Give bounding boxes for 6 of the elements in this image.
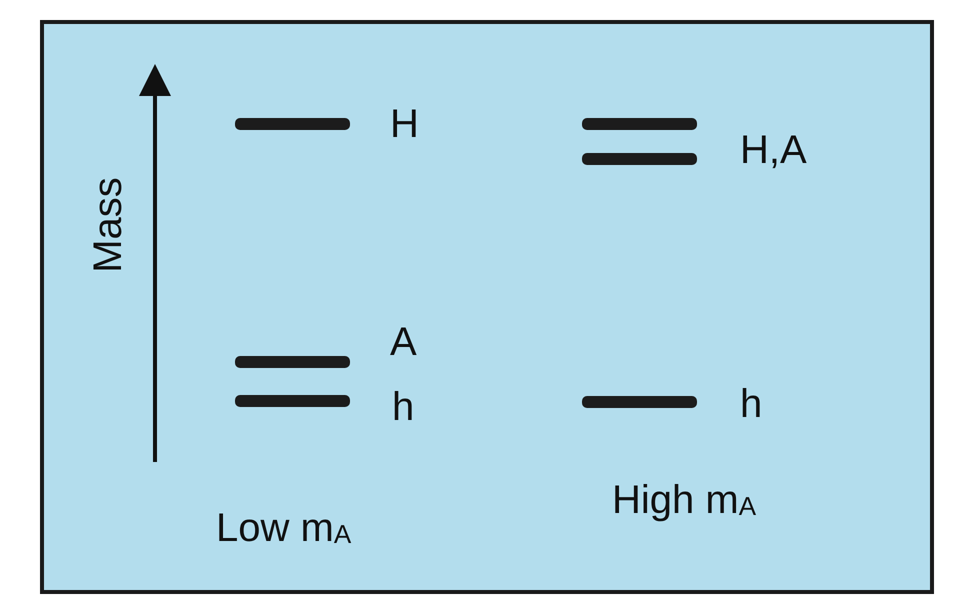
- level-label: H: [390, 104, 419, 144]
- level-label: h: [392, 387, 414, 427]
- level-label: A: [390, 322, 417, 362]
- axis-label: Mass: [88, 177, 128, 273]
- level-label: H,A: [740, 130, 807, 170]
- level-label: h: [740, 384, 762, 424]
